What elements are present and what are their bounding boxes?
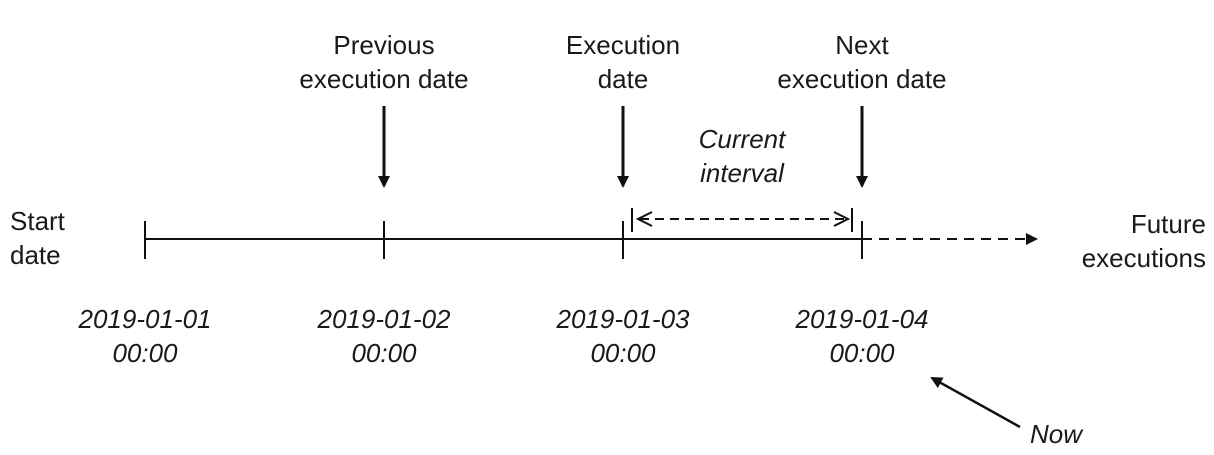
current-interval-label: Current interval [699, 122, 786, 190]
date-label-3-time: 00:00 [590, 338, 656, 368]
execution-label-line2: date [597, 64, 649, 94]
date-label-1-date: 2019-01-01 [78, 304, 212, 334]
future-executions-label: Future executions [1082, 207, 1206, 275]
execution-label-line1: Execution [565, 30, 681, 60]
execution-label: Execution date [566, 28, 680, 96]
current-interval-label-line1: Current [698, 124, 786, 154]
date-label-3: 2019-01-03 00:00 [557, 302, 690, 370]
now-pointer [930, 376, 1021, 429]
date-label-1-time: 00:00 [112, 338, 178, 368]
now-label-text: Now [1030, 419, 1083, 449]
previous-execution-label-line2: execution date [299, 64, 469, 94]
start-date-label: Start date [10, 204, 65, 272]
future-executions-label-line2: executions [1081, 243, 1206, 273]
previous-execution-label: Previous execution date [299, 28, 468, 96]
previous-execution-label-line1: Previous [333, 30, 435, 60]
date-label-4-date: 2019-01-04 [795, 304, 929, 334]
start-date-label-line1: Start [10, 206, 65, 236]
next-execution-label-line2: execution date [777, 64, 947, 94]
date-label-3-date: 2019-01-03 [556, 304, 690, 334]
date-label-4-time: 00:00 [829, 338, 895, 368]
date-label-1: 2019-01-01 00:00 [79, 302, 212, 370]
future-executions-label-line1: Future [1130, 209, 1206, 239]
next-execution-label: Next execution date [777, 28, 946, 96]
current-interval-label-line2: interval [700, 158, 784, 188]
date-label-2: 2019-01-02 00:00 [318, 302, 451, 370]
interval-arrowhead-right [833, 211, 851, 227]
interval-arrowhead-left [635, 211, 653, 227]
next-execution-label-line1: Next [835, 30, 889, 60]
date-label-2-time: 00:00 [351, 338, 417, 368]
start-date-label-line2: date [10, 240, 61, 270]
date-label-4: 2019-01-04 00:00 [796, 302, 929, 370]
date-label-2-date: 2019-01-02 [317, 304, 451, 334]
now-label: Now [1030, 417, 1082, 451]
